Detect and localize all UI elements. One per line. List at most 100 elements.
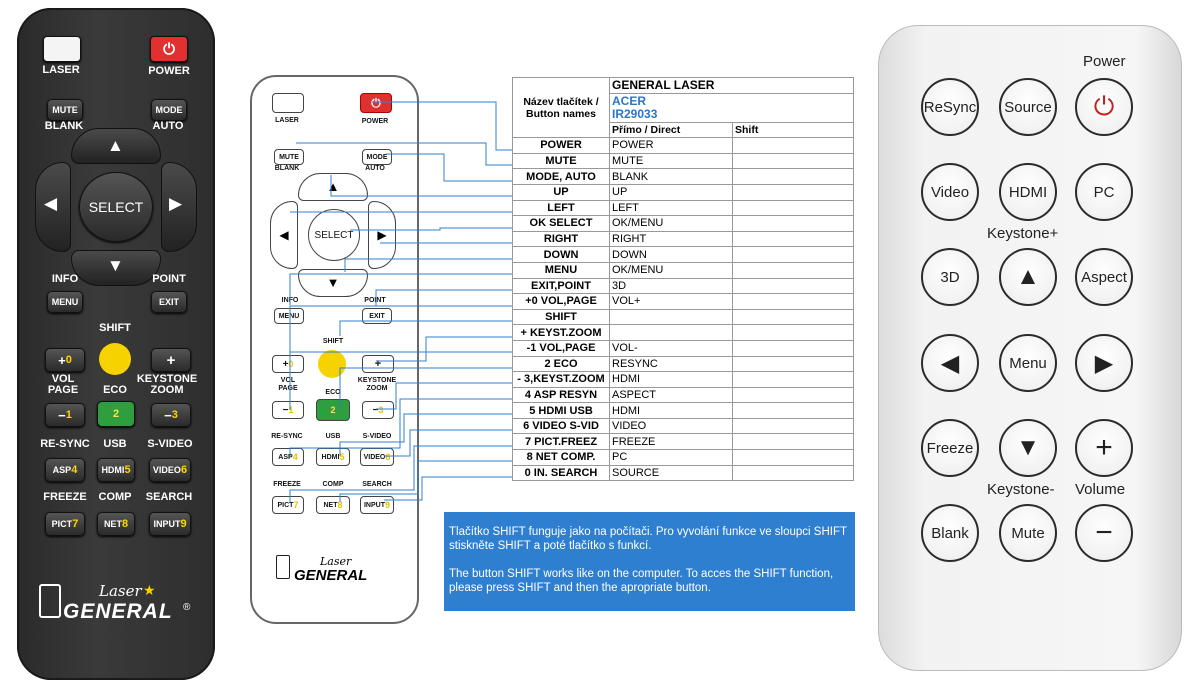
aspect-button[interactable]: Aspect (1075, 248, 1133, 306)
ol-minus-three-button[interactable]: −3 (362, 401, 394, 419)
table-cell-name: MUTE (512, 152, 610, 170)
minus-one-button[interactable]: −1 (45, 403, 85, 427)
threed-button[interactable]: 3D (921, 248, 979, 306)
ol-point-label: POINT (364, 297, 386, 304)
ol-plus-zero-button[interactable]: +0 (272, 355, 304, 373)
select-button[interactable]: SELECT (79, 172, 153, 242)
ol-auto-label: AUTO (365, 165, 385, 172)
table-cell-shift (732, 386, 854, 404)
wr-power-icon: ⏻ (1093, 91, 1115, 121)
mode-button[interactable]: MODE (151, 99, 187, 121)
table-cell-direct: SOURCE (609, 464, 733, 482)
volume-plus-button[interactable]: + (1075, 419, 1133, 477)
shift-button[interactable] (99, 343, 131, 375)
table-cell-shift (732, 277, 854, 295)
table-cell-name: POWER (512, 137, 610, 154)
freeze-button[interactable]: Freeze (921, 419, 979, 477)
minus-three-button[interactable]: −3 (151, 403, 191, 427)
ol-battery-logo-icon (276, 555, 290, 579)
keystone-down-button[interactable]: ▼ (999, 419, 1057, 477)
table-cell-direct: LEFT (609, 199, 733, 217)
pc-button[interactable]: PC (1075, 163, 1133, 221)
wr-mute-button[interactable]: Mute (999, 504, 1057, 562)
ol-comp-label: COMP (322, 481, 344, 488)
ol-keystone-label: KEYSTONE ZOOM (357, 377, 397, 392)
hdmi-button[interactable]: HDMI (999, 163, 1057, 221)
table-cell-direct: OK/MENU (609, 215, 733, 232)
ol-resync-label: RE-SYNC (271, 433, 303, 440)
header-brand-cell: GENERAL LASER (609, 77, 854, 94)
left-arrow-button[interactable]: ◀ (921, 334, 979, 392)
triangle-left-icon: ◀ (940, 349, 960, 377)
eco-two-button[interactable]: 2 (97, 401, 135, 427)
left-button[interactable] (35, 162, 71, 252)
ol-menu-button[interactable]: MENU (274, 308, 304, 324)
ol-laser-label: LASER (275, 117, 299, 124)
volume-minus-button[interactable]: − (1075, 504, 1133, 562)
power-button[interactable]: ⏻ (150, 36, 188, 62)
ol-vol-label: VOL PAGE (278, 377, 298, 392)
table-cell-direct: RESYNC (609, 355, 733, 373)
plus-button[interactable]: + (151, 348, 191, 372)
ol-shift-label: SHIFT (322, 338, 344, 345)
table-cell-shift (732, 293, 854, 310)
ol-minus-one-button[interactable]: −1 (272, 401, 304, 419)
table-cell-direct: VIDEO (609, 417, 733, 435)
menu-button[interactable]: MENU (47, 291, 83, 313)
ol-exit-button[interactable]: EXIT (362, 308, 392, 324)
wr-menu-button[interactable]: Menu (999, 334, 1057, 392)
table-cell-name: MODE, AUTO (512, 168, 610, 185)
remote-battery-logo-icon (39, 584, 61, 618)
table-cell-shift (732, 371, 854, 388)
blank-button[interactable]: Blank (921, 504, 979, 562)
table-cell-direct: PC (609, 449, 733, 466)
resync-button[interactable]: ReSync (921, 78, 979, 136)
vol-page-label: VOL PAGE (47, 373, 79, 396)
col-shift-header: Shift (732, 121, 854, 139)
table-cell-name: 7 PICT.FREEZ (512, 433, 610, 451)
ol-eco-two-button[interactable]: 2 (316, 399, 350, 421)
table-cell-shift (732, 433, 854, 451)
ol-shift-button[interactable] (318, 350, 346, 378)
table-cell-direct: POWER (609, 137, 733, 154)
ol-select-button[interactable]: SELECT (308, 209, 360, 261)
ol-mute-button[interactable]: MUTE (274, 149, 304, 165)
ol-laser-button[interactable] (272, 93, 304, 113)
source-button[interactable]: Source (999, 78, 1057, 136)
mute-button[interactable]: MUTE (47, 99, 83, 121)
right-button[interactable] (161, 162, 197, 252)
table-cell-shift (732, 417, 854, 435)
keystone-up-button[interactable]: ▲ (999, 248, 1057, 306)
table-cell-direct (609, 308, 733, 326)
table-row: SHIFT (512, 308, 854, 326)
ol-mode-button[interactable]: MODE (362, 149, 392, 165)
video-button[interactable]: Video (921, 163, 979, 221)
down-arrow-icon: ▼ (107, 256, 124, 275)
ol-eco-label: ECO (325, 389, 341, 396)
laser-button[interactable] (43, 36, 81, 62)
right-arrow-button[interactable]: ▶ (1075, 334, 1133, 392)
exit-button[interactable]: EXIT (151, 291, 187, 313)
wr-power-button[interactable]: ⏻ (1075, 78, 1133, 136)
plus-zero-button[interactable]: +0 (45, 348, 85, 372)
col-direct-header: Přímo / Direct (609, 121, 733, 139)
